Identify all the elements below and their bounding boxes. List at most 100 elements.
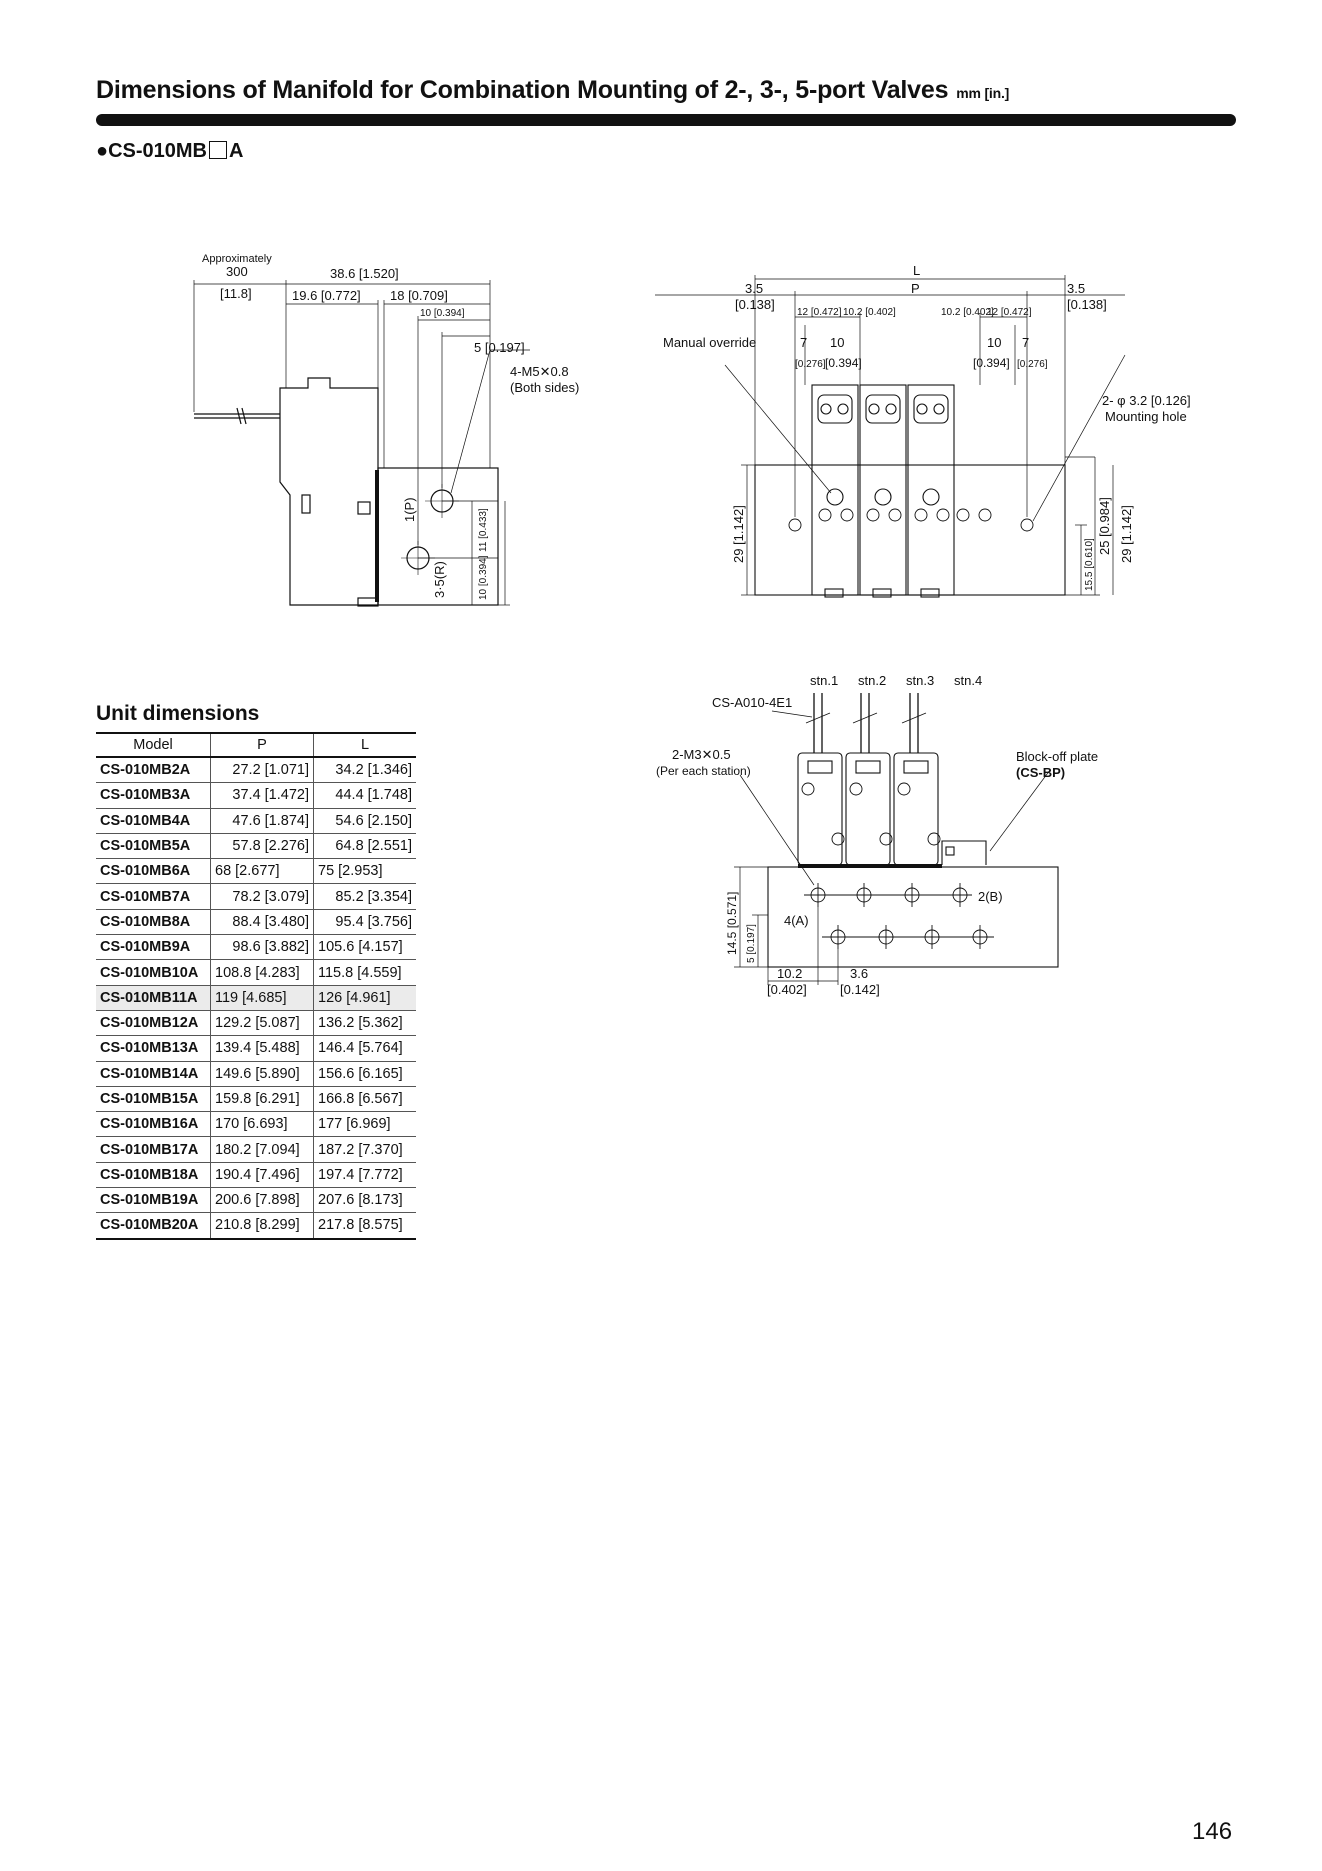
cell-model: CS-010MB15A — [96, 1086, 211, 1113]
approx-label: Approximately — [202, 253, 272, 265]
end-in-right: [0.138] — [1067, 297, 1107, 312]
col-model: Model — [96, 732, 211, 758]
table-header-row: Model P L — [96, 732, 416, 758]
model-suffix: A — [229, 140, 244, 162]
cell-l: 105.6 [4.157] — [313, 934, 416, 961]
cell-p: 27.2 [1.071] — [210, 757, 314, 784]
cell-p: 88.4 [3.480] — [210, 909, 314, 936]
w36-in: [0.142] — [840, 982, 880, 997]
cell-model: CS-010MB3A — [96, 782, 211, 809]
cell-p: 139.4 [5.488] — [210, 1035, 314, 1062]
cell-l: 54.6 [2.150] — [313, 808, 416, 834]
cell-l: 166.8 [6.567] — [313, 1086, 416, 1113]
port-2b: 2(B) — [978, 889, 1003, 904]
cell-p: 170 [6.693] — [210, 1111, 314, 1138]
title-rule — [96, 114, 1236, 126]
cell-p: 37.4 [1.472] — [210, 782, 314, 809]
d12-left: 12 [0.472] — [797, 307, 842, 318]
w102-in: [0.402] — [767, 982, 807, 997]
col-p: P — [210, 732, 314, 758]
page-title: Dimensions of Manifold for Combination M… — [96, 76, 1009, 105]
cell-model: CS-010MB2A — [96, 757, 211, 784]
cell-p: 180.2 [7.094] — [210, 1136, 314, 1163]
d10-left: 10 — [830, 335, 844, 350]
label-P: P — [911, 281, 920, 296]
cell-l: 207.6 [8.173] — [313, 1187, 416, 1214]
blockoff-code: (CS-BP) — [1016, 765, 1065, 780]
cell-p: 129.2 [5.087] — [210, 1010, 314, 1037]
station-3-label: stn.3 — [906, 673, 934, 688]
dim-v2: 10 [0.394] — [478, 555, 489, 600]
d7-right: 7 — [1022, 335, 1029, 350]
cell-model: CS-010MB9A — [96, 934, 211, 961]
cell-model: CS-010MB13A — [96, 1035, 211, 1062]
cell-p: 57.8 [2.276] — [210, 833, 314, 860]
cell-model: CS-010MB7A — [96, 883, 211, 910]
thread-note: (Both sides) — [510, 380, 579, 395]
d10in-left: [0.394] — [825, 356, 862, 370]
cell-model: CS-010MB5A — [96, 833, 211, 860]
dim-d: 5 [0.197] — [474, 340, 525, 355]
cell-l: 34.2 [1.346] — [313, 757, 416, 784]
port-35r: 3·5(R) — [432, 561, 447, 598]
cell-model: CS-010MB10A — [96, 959, 211, 986]
d102-left: 10.2 [0.402] — [843, 307, 896, 318]
cell-model: CS-010MB11A — [96, 985, 211, 1011]
front-view-drawing: L P 3.5 [0.138] 3.5 [0.138] 12 [0.472] 1… — [655, 263, 1191, 598]
top-view-drawing: stn.1 stn.2 stn.3 stn.4 CS-A010-4E1 2-M3… — [656, 673, 1098, 997]
cell-p: 210.8 [8.299] — [210, 1212, 314, 1240]
cell-l: 187.2 [7.370] — [313, 1136, 416, 1163]
cell-l: 85.2 [3.354] — [313, 883, 416, 910]
cell-p: 190.4 [7.496] — [210, 1162, 314, 1189]
h29-right: 29 [1.142] — [1119, 505, 1134, 563]
station-4-label: stn.4 — [954, 673, 982, 688]
manual-override-label: Manual override — [663, 335, 756, 350]
d12-right: 12 [0.472] — [987, 307, 1032, 318]
h25: 25 [0.984] — [1097, 497, 1112, 555]
d10in-right: [0.394] — [973, 356, 1010, 370]
connector-label: CS-A010-4E1 — [712, 695, 792, 710]
cell-p: 98.6 [3.882] — [210, 934, 314, 961]
h145-label: 14.5 [0.571] — [725, 892, 739, 955]
end-in-left: [0.138] — [735, 297, 775, 312]
port-1p: 1(P) — [402, 497, 417, 522]
cell-model: CS-010MB17A — [96, 1136, 211, 1163]
page-number: 146 — [1192, 1818, 1233, 1845]
cell-model: CS-010MB12A — [96, 1010, 211, 1037]
mount-hole-spec: 2- φ 3.2 [0.126] — [1102, 393, 1191, 408]
cell-p: 119 [4.685] — [210, 985, 314, 1011]
cell-l: 115.8 [4.559] — [313, 959, 416, 986]
cell-p: 78.2 [3.079] — [210, 883, 314, 910]
dim-a: 19.6 [0.772] — [292, 288, 361, 303]
unit-dimensions-title: Unit dimensions — [96, 702, 260, 725]
cell-l: 156.6 [6.165] — [313, 1061, 416, 1087]
station-1-label: stn.1 — [810, 673, 838, 688]
cell-model: CS-010MB18A — [96, 1162, 211, 1189]
end-mm-right: 3.5 — [1067, 281, 1085, 296]
title-unit: mm [in.] — [956, 85, 1010, 101]
cell-model: CS-010MB4A — [96, 808, 211, 834]
d102-right: 10.2 [0.402] — [941, 307, 994, 318]
cell-p: 108.8 [4.283] — [210, 959, 314, 986]
col-l: L — [313, 732, 416, 758]
cell-l: 64.8 [2.551] — [313, 833, 416, 860]
cell-l: 197.4 [7.772] — [313, 1162, 416, 1189]
dim-b: 18 [0.709] — [390, 288, 448, 303]
w36-mm: 3.6 — [850, 966, 868, 981]
